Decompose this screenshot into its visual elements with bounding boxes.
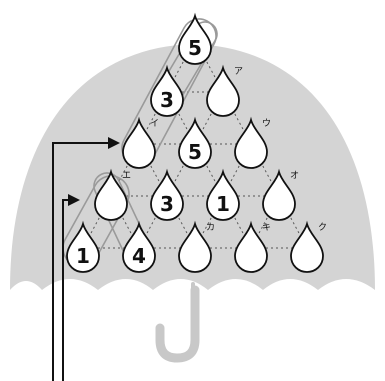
- drop-label: イ: [150, 119, 159, 129]
- drop-number: 3: [160, 192, 174, 216]
- drop-label: ウ: [262, 118, 271, 129]
- drop-label: ク: [318, 222, 327, 233]
- drop-number: 5: [188, 36, 202, 60]
- drop-number: 1: [76, 244, 90, 268]
- drop-label: ア: [234, 67, 243, 77]
- drop-cell[interactable]: 5: [179, 16, 211, 64]
- drop-label: オ: [290, 170, 299, 181]
- drop-label: キ: [262, 223, 271, 233]
- drop-number: 4: [132, 244, 146, 268]
- drop-number: 5: [188, 140, 202, 164]
- drop-label: カ: [206, 222, 215, 233]
- drop-number: 1: [216, 192, 230, 216]
- umbrella-handle: [160, 290, 195, 358]
- drop-number: 3: [160, 88, 174, 112]
- drop-label: エ: [122, 171, 131, 181]
